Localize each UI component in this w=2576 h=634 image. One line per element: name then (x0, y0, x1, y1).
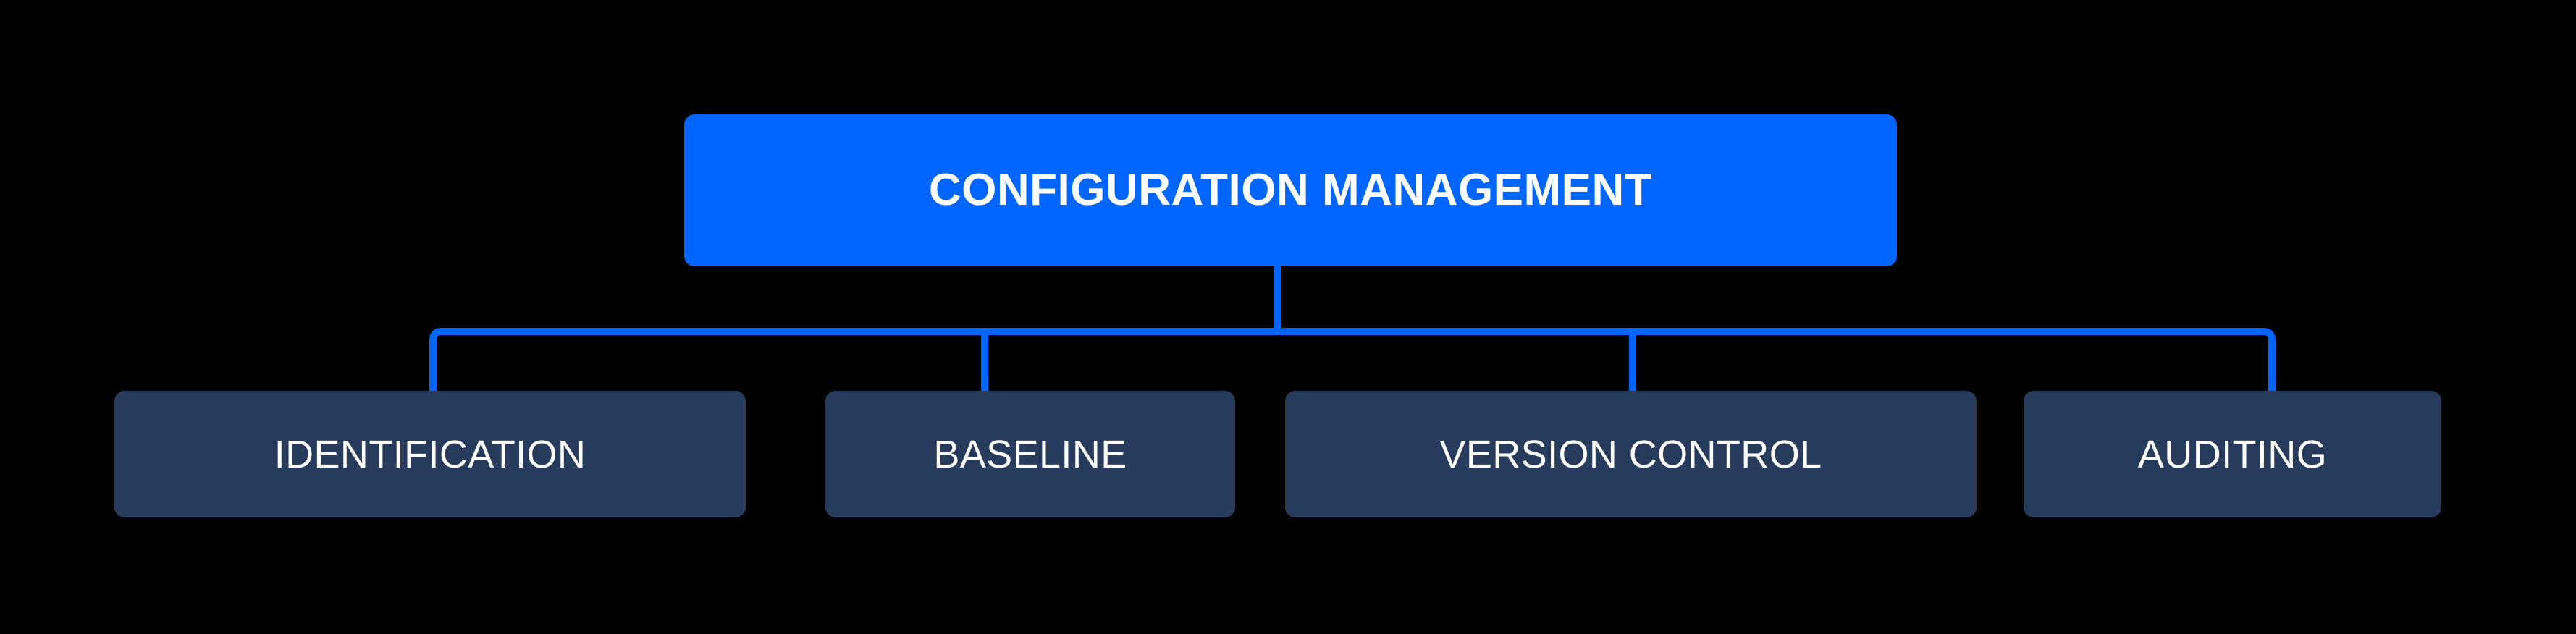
node-child-baseline[interactable]: BASELINE (825, 391, 1235, 517)
node-child-label: AUDITING (2137, 432, 2328, 476)
node-child-version-control[interactable]: VERSION CONTROL (1285, 391, 1977, 517)
node-root-label: CONFIGURATION MANAGEMENT (928, 165, 1653, 215)
node-child-label: IDENTIFICATION (274, 432, 586, 476)
node-root-configuration-management[interactable]: CONFIGURATION MANAGEMENT (684, 114, 1897, 266)
node-child-auditing[interactable]: AUDITING (2024, 391, 2441, 517)
node-child-label: BASELINE (933, 432, 1127, 476)
connector-horizontal-bus (429, 328, 2276, 391)
node-child-label: VERSION CONTROL (1439, 432, 1822, 476)
node-child-identification[interactable]: IDENTIFICATION (114, 391, 746, 517)
